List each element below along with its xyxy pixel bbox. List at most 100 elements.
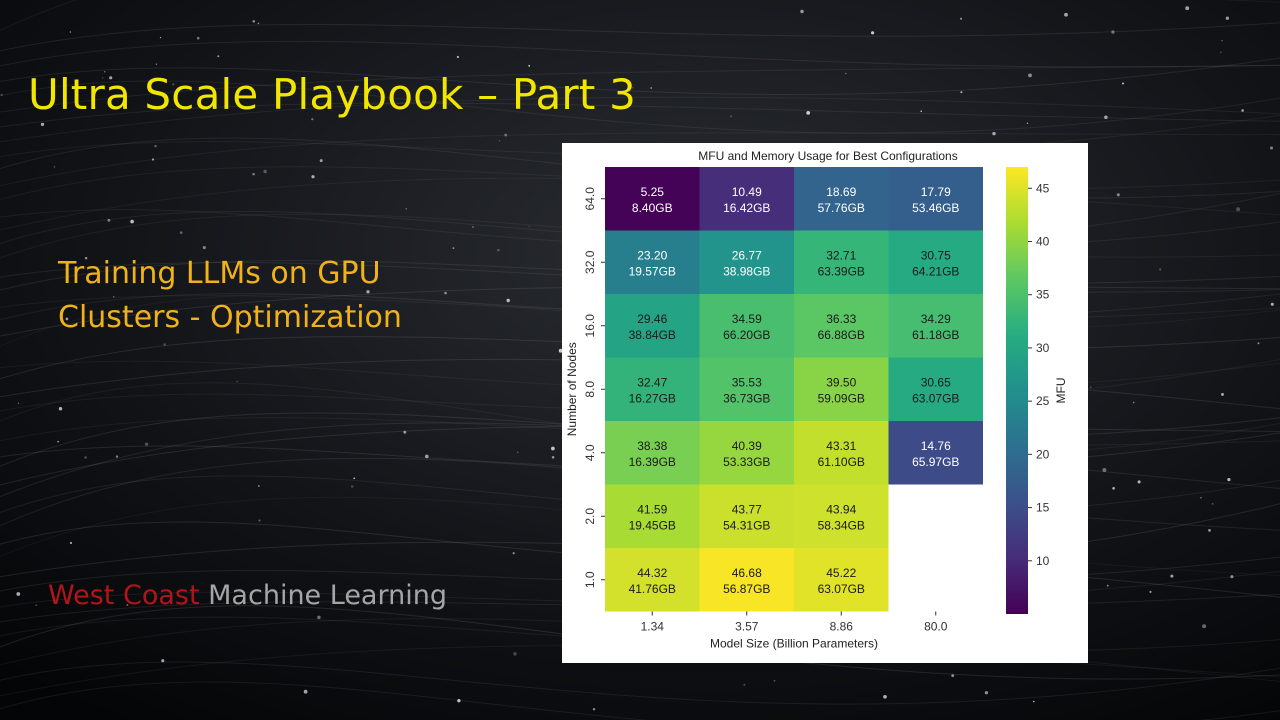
cell-mfu-label: 34.29 [921, 312, 951, 326]
heatmap-cell-fill [888, 230, 983, 294]
background-particle [920, 110, 922, 113]
background-particle [40, 122, 45, 127]
background-particle [528, 225, 530, 228]
background-particle [107, 218, 111, 222]
background-particle [115, 455, 119, 458]
background-particle [1104, 115, 1108, 120]
background-particle [1026, 122, 1029, 124]
background-streak [0, 661, 1280, 705]
subtitle-line-1: Training LLMs on GPU [58, 256, 381, 291]
cell-mfu-label: 5.25 [641, 185, 665, 199]
colorbar-label: MFU [1054, 378, 1068, 404]
colorbar-tick-label: 30 [1036, 341, 1050, 355]
background-particle [1202, 624, 1207, 629]
heatmap-cell-fill [605, 484, 700, 548]
heatmap-cell-fill [888, 294, 983, 358]
cell-mfu-label: 30.75 [921, 248, 951, 262]
background-particle [1028, 73, 1032, 78]
background-particle [497, 248, 500, 252]
background-particle [144, 442, 149, 446]
heatmap-cell-fill [699, 357, 794, 421]
background-particle [317, 615, 321, 620]
background-particle [800, 9, 804, 14]
background-particle [1159, 268, 1162, 271]
background-streak [0, 57, 1280, 96]
heatmap-cell-fill [699, 167, 794, 231]
x-tick-label: 8.86 [830, 620, 854, 634]
colorbar-tick-label: 45 [1036, 181, 1050, 195]
background-particle [1257, 342, 1260, 345]
cell-memory-label: 63.07GB [912, 391, 959, 405]
cell-memory-label: 38.84GB [629, 328, 676, 342]
y-tick-label: 8.0 [583, 381, 597, 398]
background-particle [551, 446, 555, 451]
background-particle [844, 72, 847, 75]
heatmap-cell-fill [888, 167, 983, 231]
background-particle [16, 592, 21, 596]
background-particle [592, 707, 596, 711]
cell-mfu-label: 10.49 [732, 185, 762, 199]
cell-memory-label: 8.40GB [632, 201, 673, 215]
y-tick-label: 2.0 [583, 508, 597, 525]
background-particle [172, 83, 175, 86]
heatmap-cell-fill [699, 421, 794, 485]
background-particle [257, 22, 260, 25]
x-tick-label: 80.0 [924, 620, 948, 634]
cell-memory-label: 36.73GB [723, 391, 770, 405]
background-particle [1185, 6, 1190, 11]
background-particle [161, 659, 165, 663]
background-streak [0, 64, 1280, 113]
background-particle [1064, 12, 1068, 17]
background-particle [1221, 39, 1223, 42]
cell-memory-label: 64.21GB [912, 264, 959, 278]
background-particle [155, 63, 158, 65]
colorbar-tick-label: 35 [1036, 288, 1050, 302]
background-particle [960, 91, 963, 94]
cell-mfu-label: 17.79 [921, 185, 951, 199]
background-particle [69, 31, 72, 33]
cell-memory-label: 54.31GB [723, 518, 770, 532]
background-particle [151, 158, 155, 161]
background-particle [1236, 207, 1241, 212]
background-particle [258, 519, 261, 522]
y-tick-label: 4.0 [583, 444, 597, 461]
heatmap-cell: 30.75 64.21GB [888, 230, 983, 294]
background-particle [196, 36, 200, 40]
cell-memory-label: 53.46GB [912, 201, 959, 215]
background-particle [1116, 193, 1120, 197]
heatmap-cell-fill [888, 421, 983, 485]
heatmap-cell-fill [794, 421, 889, 485]
x-tick-label: 3.57 [735, 620, 759, 634]
background-particle [257, 484, 260, 487]
background-particle [1170, 574, 1174, 578]
x-tick-label: 1.34 [641, 620, 665, 634]
cell-memory-label: 38.98GB [723, 264, 770, 278]
background-particle [424, 454, 429, 459]
background-particle [252, 172, 255, 176]
background-particle [951, 674, 955, 677]
background-particle [650, 87, 653, 89]
background-particle [58, 407, 63, 411]
cell-mfu-label: 44.32 [637, 566, 667, 580]
background-particle [806, 111, 811, 115]
background-particle [730, 115, 732, 118]
cell-memory-label: 16.39GB [629, 455, 676, 469]
background-particle [551, 455, 555, 459]
background-particle [1032, 700, 1035, 703]
heatmap-cell-fill [605, 294, 700, 358]
cell-mfu-label: 14.76 [921, 439, 951, 453]
background-particle [1111, 30, 1115, 34]
background-particle [35, 604, 37, 607]
background-particle [53, 166, 56, 168]
background-particle [159, 37, 162, 39]
background-particle [366, 290, 370, 294]
heatmap-cell-fill [605, 421, 700, 485]
y-tick-label: 16.0 [583, 314, 597, 338]
heatmap-cell-fill [888, 357, 983, 421]
